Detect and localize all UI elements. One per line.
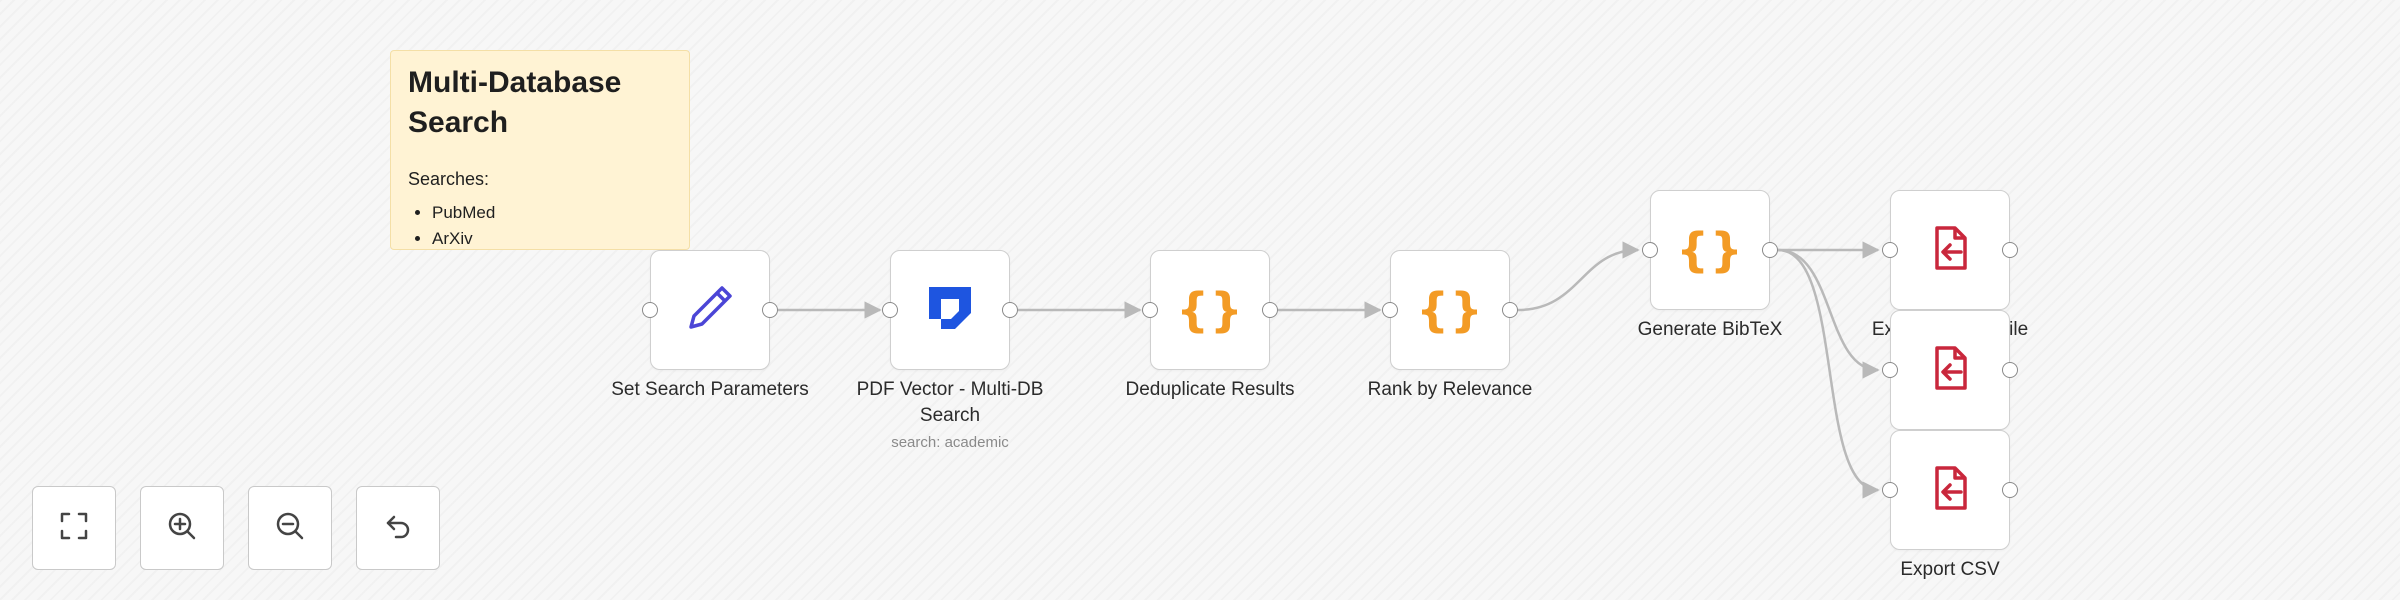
- code-braces-icon: {}: [1176, 283, 1244, 337]
- output-port[interactable]: [1762, 242, 1778, 258]
- input-port[interactable]: [1382, 302, 1398, 318]
- node-generate-bibtex[interactable]: {}: [1642, 190, 1778, 310]
- code-braces-icon: {}: [1416, 283, 1484, 337]
- node-label: PDF Vector - Multi-DB Search: [856, 379, 1044, 426]
- node-export-csv[interactable]: [1882, 430, 2018, 550]
- sticky-note-item: PubMed: [432, 200, 672, 226]
- sticky-note-title: Multi-Database Search: [408, 66, 622, 139]
- code-braces-icon: {}: [1676, 223, 1744, 277]
- node-export-bibtex-file[interactable]: [1882, 190, 2018, 310]
- sticky-note[interactable]: Multi-Database Search Searches: PubMed A…: [390, 50, 690, 250]
- file-export-icon: [1925, 463, 1975, 518]
- sticky-note-item: ArXiv: [432, 226, 672, 249]
- input-port[interactable]: [1142, 302, 1158, 318]
- input-port[interactable]: [1642, 242, 1658, 258]
- input-port[interactable]: [1882, 242, 1898, 258]
- node-label: Rank by Relevance: [1367, 379, 1533, 400]
- fit-view-button[interactable]: [32, 486, 116, 570]
- output-port[interactable]: [2002, 482, 2018, 498]
- output-port[interactable]: [1262, 302, 1278, 318]
- node-label: Deduplicate Results: [1125, 379, 1295, 400]
- zoom-out-icon: [273, 509, 307, 548]
- node-set-search-parameters[interactable]: [642, 250, 778, 370]
- input-port[interactable]: [642, 302, 658, 318]
- zoom-out-button[interactable]: [248, 486, 332, 570]
- output-port[interactable]: [2002, 362, 2018, 378]
- pdf-vector-logo-icon: [925, 283, 975, 338]
- connection-rank-to-bibtex[interactable]: [1517, 241, 1640, 312]
- input-port[interactable]: [1882, 482, 1898, 498]
- connection-bibtex-to-export-json[interactable]: [1777, 248, 1880, 379]
- input-port[interactable]: [1882, 362, 1898, 378]
- node-deduplicate-results[interactable]: {}: [1142, 250, 1278, 370]
- input-port[interactable]: [882, 302, 898, 318]
- output-port[interactable]: [1502, 302, 1518, 318]
- node-export-json[interactable]: [1882, 310, 2018, 430]
- output-port[interactable]: [762, 302, 778, 318]
- node-label: Export CSV: [1900, 559, 2000, 580]
- node-label: Set Search Parameters: [611, 379, 809, 400]
- reset-button[interactable]: [356, 486, 440, 570]
- pencil-icon: [682, 280, 738, 341]
- node-label: Generate BibTeX: [1637, 319, 1783, 340]
- zoom-in-button[interactable]: [140, 486, 224, 570]
- node-pdf-vector[interactable]: [882, 250, 1018, 370]
- output-port[interactable]: [2002, 242, 2018, 258]
- file-export-icon: [1925, 343, 1975, 398]
- undo-icon: [381, 509, 415, 548]
- sticky-note-text: Searches:: [408, 169, 490, 189]
- node-subtitle: search: academic: [891, 434, 1009, 451]
- zoom-in-icon: [165, 509, 199, 548]
- fit-view-icon: [57, 509, 91, 548]
- sticky-note-list: PubMed ArXiv: [408, 200, 672, 249]
- node-rank-by-relevance[interactable]: {}: [1382, 250, 1518, 370]
- file-export-icon: [1925, 223, 1975, 278]
- output-port[interactable]: [1002, 302, 1018, 318]
